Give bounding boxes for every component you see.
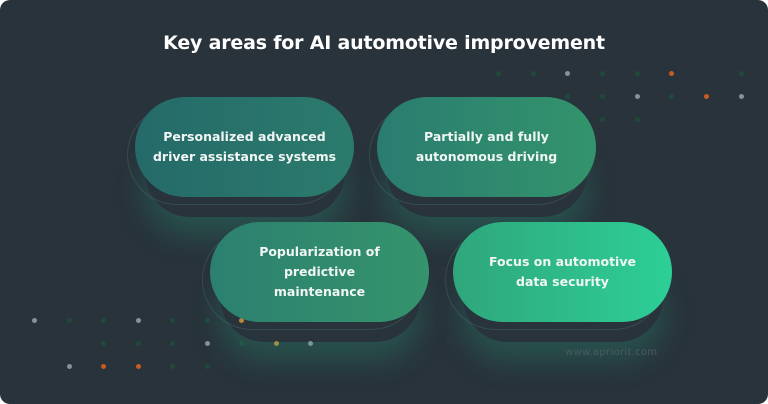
card-label-line1: Personalized advanced: [163, 129, 326, 144]
card-label-line2: maintenance: [273, 284, 366, 299]
dot-icon: [600, 94, 605, 99]
dot-icon: [136, 318, 141, 323]
watermark: www.apriorit.com: [565, 347, 658, 358]
dot-icon: [739, 94, 744, 99]
dot-icon: [600, 117, 605, 122]
card-label: Partially and fully autonomous driving: [402, 127, 571, 167]
dot-icon: [170, 364, 175, 369]
card-predictive-maintenance: Popularization of predictive maintenance: [202, 222, 429, 330]
card-pill: Personalized advanced driver assistance s…: [135, 97, 354, 197]
card-data-security: Focus on automotive data security: [445, 222, 672, 330]
dot-icon: [239, 341, 244, 346]
dot-icon: [600, 71, 605, 76]
dot-icon: [205, 364, 210, 369]
page-title: Key areas for AI automotive improvement: [163, 32, 605, 54]
dot-icon: [205, 318, 210, 323]
dot-icon: [136, 341, 141, 346]
dot-icon: [704, 94, 709, 99]
dot-icon: [635, 117, 640, 122]
dot-icon: [32, 318, 37, 323]
dot-icon: [67, 364, 72, 369]
dot-icon: [531, 71, 536, 76]
dot-icon: [635, 71, 640, 76]
card-label-line1: Focus on automotive: [489, 254, 636, 269]
card-label-line2: driver assistance systems: [152, 149, 337, 164]
dot-icon: [308, 341, 313, 346]
card-label: Popularization of predictive maintenance: [210, 242, 429, 302]
card-label-line1: Popularization of predictive: [259, 244, 380, 279]
dot-icon: [739, 71, 744, 76]
dot-icon: [101, 364, 106, 369]
card-adas: Personalized advanced driver assistance s…: [127, 97, 354, 205]
dot-icon: [274, 341, 279, 346]
dot-icon: [565, 71, 570, 76]
dot-icon: [669, 71, 674, 76]
card-label: Personalized advanced driver assistance s…: [139, 127, 350, 167]
dot-icon: [101, 318, 106, 323]
dot-icon: [136, 364, 141, 369]
dot-icon: [101, 341, 106, 346]
card-label-line1: Partially and fully: [424, 129, 549, 144]
dot-icon: [635, 94, 640, 99]
card-pill: Popularization of predictive maintenance: [210, 222, 429, 322]
dot-icon: [205, 341, 210, 346]
card-label: Focus on automotive data security: [475, 252, 650, 292]
card-pill: Focus on automotive data security: [453, 222, 672, 322]
card-label-line2: autonomous driving: [415, 149, 558, 164]
dot-icon: [170, 318, 175, 323]
card-autonomous-driving: Partially and fully autonomous driving: [369, 97, 596, 205]
dot-icon: [170, 341, 175, 346]
dot-icon: [565, 94, 570, 99]
card-pill: Partially and fully autonomous driving: [377, 97, 596, 197]
card-label-line2: data security: [516, 274, 609, 289]
dot-icon: [496, 71, 501, 76]
dot-icon: [669, 94, 674, 99]
dot-icon: [67, 318, 72, 323]
